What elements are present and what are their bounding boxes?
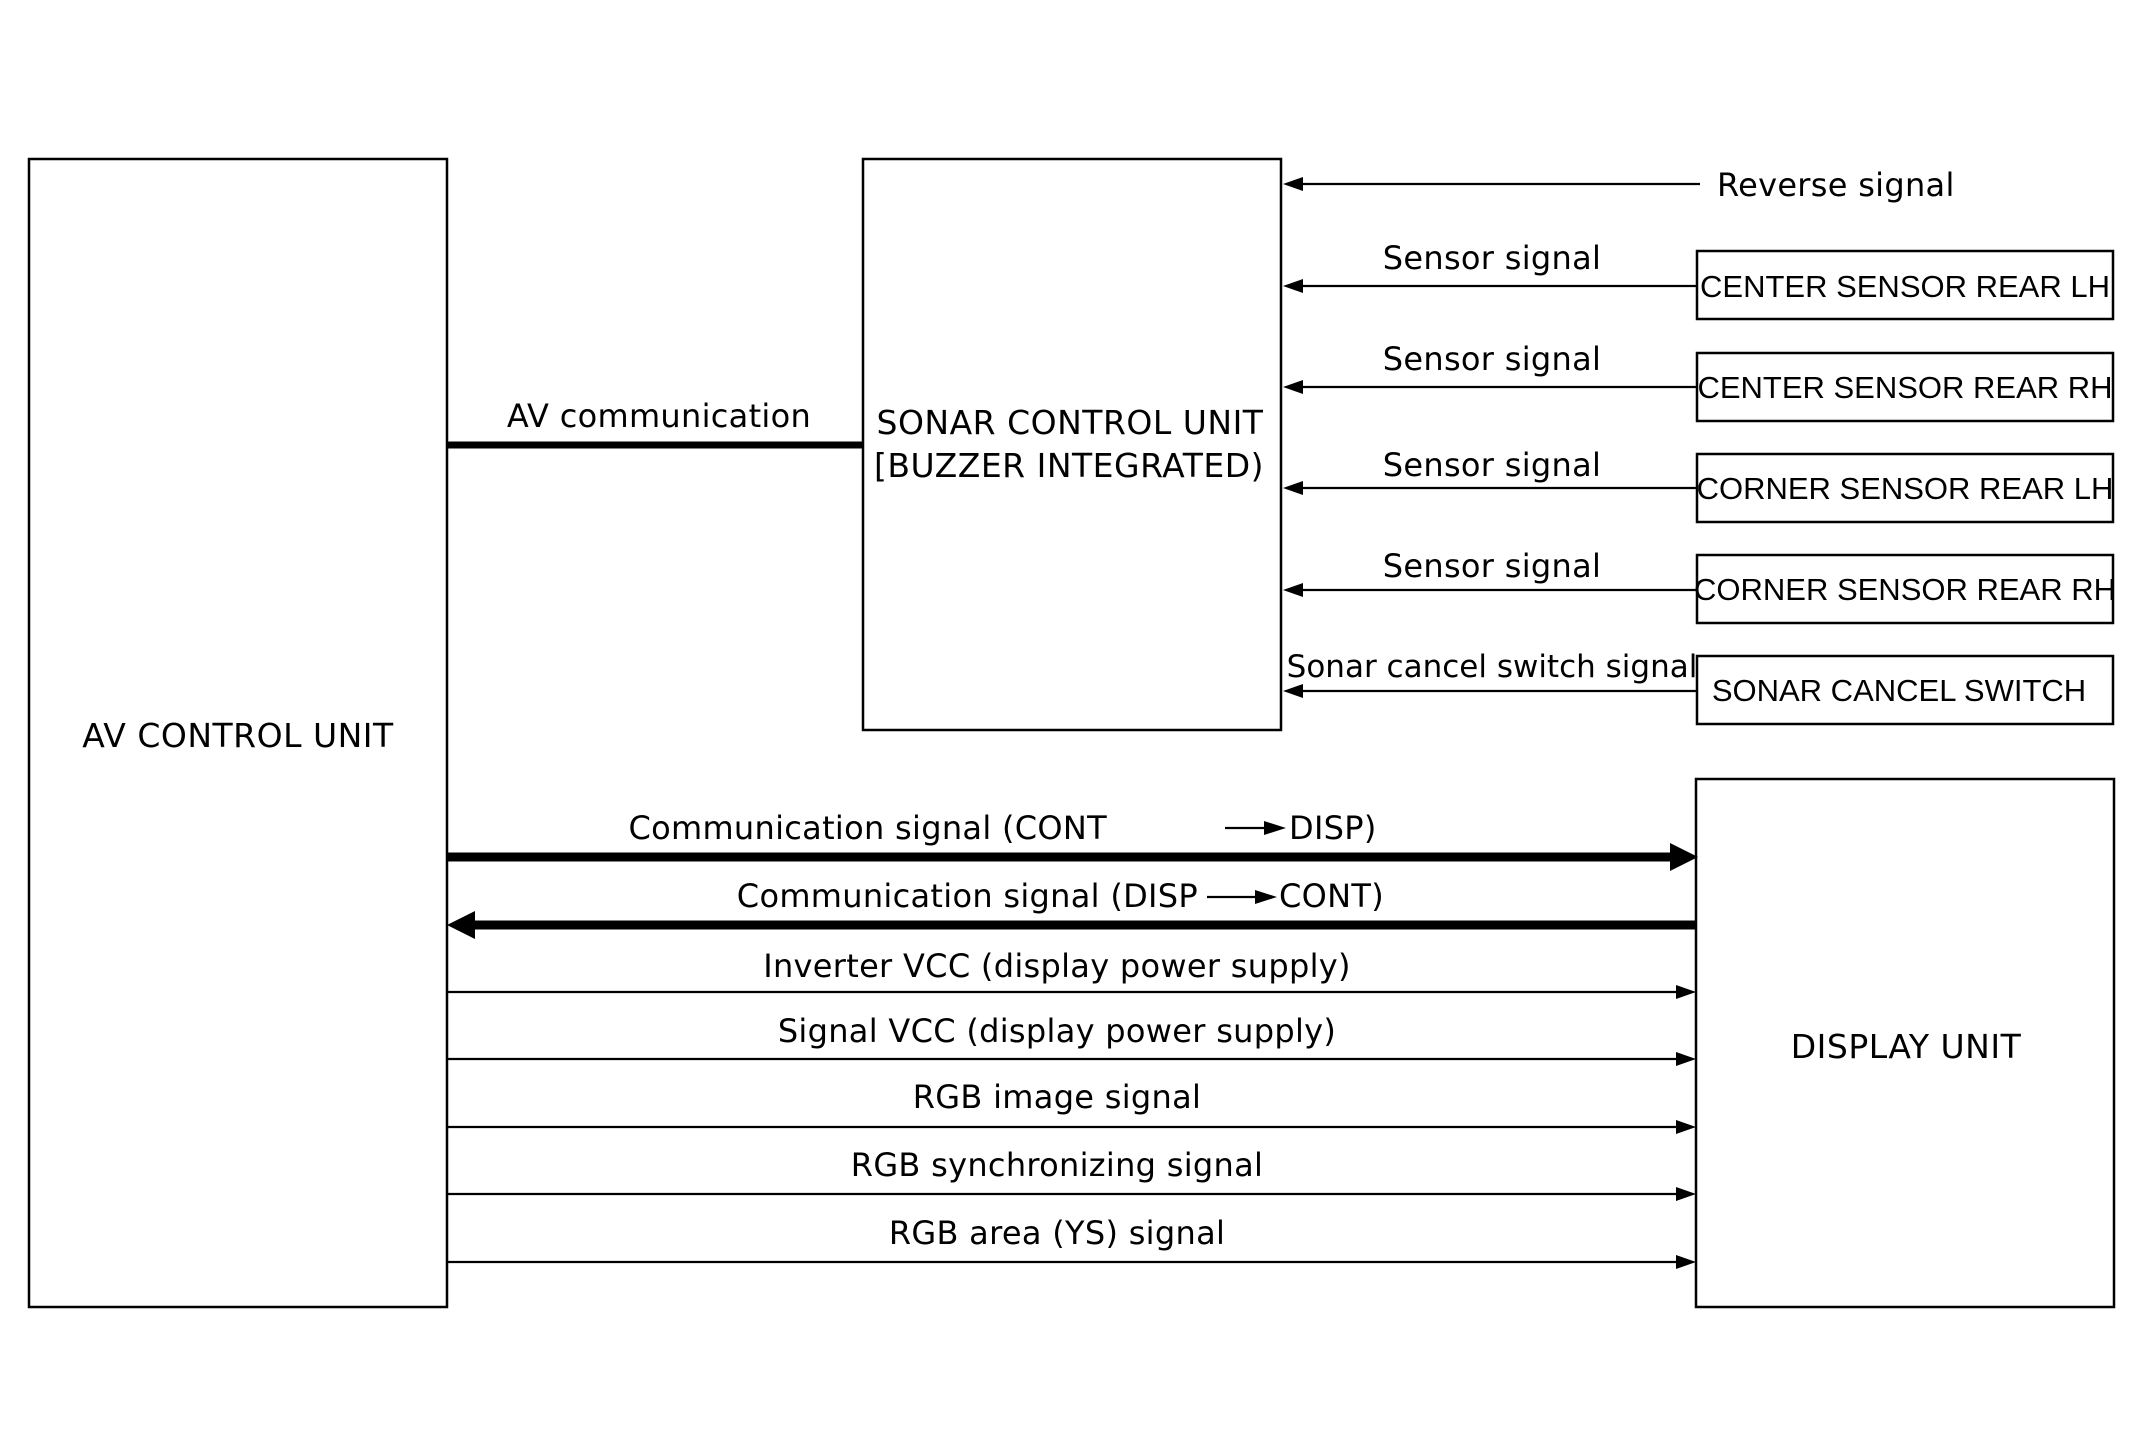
center-sensor-rear-rh-block: CENTER SENSOR REAR RH [1695,351,2115,423]
av-control-unit-block: AV CONTROL UNIT [27,157,449,1309]
arrow-head-icon [1676,1255,1696,1269]
arrow-head-icon [447,911,475,939]
sensor-signal-line-3: Sensor signal [1283,446,1697,495]
comm-signal-cont-to-disp-label-end: DISP) [1289,809,1377,847]
comm-signal-cont-to-disp-line: Communication signal (CONT DISP) [447,809,1698,871]
reverse-signal-line: Reverse signal [1283,166,1955,204]
arrow-head-icon [1283,481,1303,495]
arrow-right-icon [1264,821,1286,835]
arrow-head-icon [1676,1120,1696,1134]
sensor-signal-label-1: Sensor signal [1383,239,1601,277]
arrow-head-icon [1676,1052,1696,1066]
inverter-vcc-label: Inverter VCC (display power supply) [763,947,1351,985]
rgb-image-signal-line: RGB image signal [447,1078,1696,1134]
av-control-unit-label: AV CONTROL UNIT [82,716,394,755]
sensor-signal-line-4: Sensor signal [1283,547,1697,597]
arrow-head-icon [1283,583,1303,597]
arrow-head-icon [1283,279,1303,293]
sensor-signal-label-3: Sensor signal [1383,446,1601,484]
sensor-signal-label-2: Sensor signal [1383,340,1601,378]
rgb-image-signal-label: RGB image signal [913,1078,1201,1116]
sonar-cancel-signal-label: Sonar cancel switch signal [1287,649,1698,685]
comm-signal-disp-to-cont-label: Communication signal (DISP [737,877,1198,915]
arrow-head-icon [1283,380,1303,394]
sensor-signal-line-2: Sensor signal [1283,340,1697,394]
sonar-cancel-signal-line: Sonar cancel switch signal [1283,649,1697,698]
rgb-sync-signal-label: RGB synchronizing signal [851,1146,1263,1184]
arrow-right-icon [1255,890,1277,904]
signal-vcc-line: Signal VCC (display power supply) [447,1012,1696,1066]
rgb-sync-signal-line: RGB synchronizing signal [447,1146,1696,1201]
sonar-control-unit-block: SONAR CONTROL UNIT [BUZZER INTEGRATED) [861,157,1283,732]
arrow-head-icon [1676,985,1696,999]
comm-signal-disp-to-cont-label-end: CONT) [1279,877,1384,915]
reverse-signal-label: Reverse signal [1717,166,1955,204]
sonar-control-unit-label-line2: [BUZZER INTEGRATED) [874,446,1264,485]
rgb-area-signal-line: RGB area (YS) signal [447,1214,1696,1269]
center-sensor-rear-lh-block: CENTER SENSOR REAR LH [1695,249,2115,321]
arrow-head-icon [1670,843,1698,871]
sonar-cancel-switch-block: SONAR CANCEL SWITCH [1695,654,2115,726]
center-sensor-rear-lh-label: CENTER SENSOR REAR LH [1700,269,2110,304]
arrow-head-icon [1283,177,1303,191]
sonar-cancel-switch-label: SONAR CANCEL SWITCH [1712,673,2086,708]
comm-signal-disp-to-cont-line: Communication signal (DISP CONT) [447,877,1696,939]
sensor-signal-line-1: Sensor signal [1283,239,1697,293]
arrow-head-icon [1676,1187,1696,1201]
display-unit-block: DISPLAY UNIT [1694,777,2116,1309]
signal-vcc-label: Signal VCC (display power supply) [778,1012,1336,1050]
comm-signal-cont-to-disp-label: Communication signal (CONT [628,809,1107,847]
sensor-signal-label-4: Sensor signal [1383,547,1601,585]
display-unit-label: DISPLAY UNIT [1791,1027,2022,1066]
inverter-vcc-line: Inverter VCC (display power supply) [447,947,1696,999]
arrow-head-icon [1283,684,1303,698]
corner-sensor-rear-lh-label: CORNER SENSOR REAR LH [1697,471,2114,506]
corner-sensor-rear-lh-block: CORNER SENSOR REAR LH [1695,452,2115,524]
center-sensor-rear-rh-label: CENTER SENSOR REAR RH [1697,370,2112,405]
rgb-area-signal-label: RGB area (YS) signal [889,1214,1225,1252]
av-communication-line: AV communication [447,397,863,449]
av-communication-label: AV communication [507,397,811,435]
corner-sensor-rear-rh-label: CORNER SENSOR REAR RH [1694,572,2116,607]
corner-sensor-rear-rh-block: CORNER SENSOR REAR RH [1694,553,2116,625]
sonar-control-unit-label-line1: SONAR CONTROL UNIT [877,403,1264,442]
